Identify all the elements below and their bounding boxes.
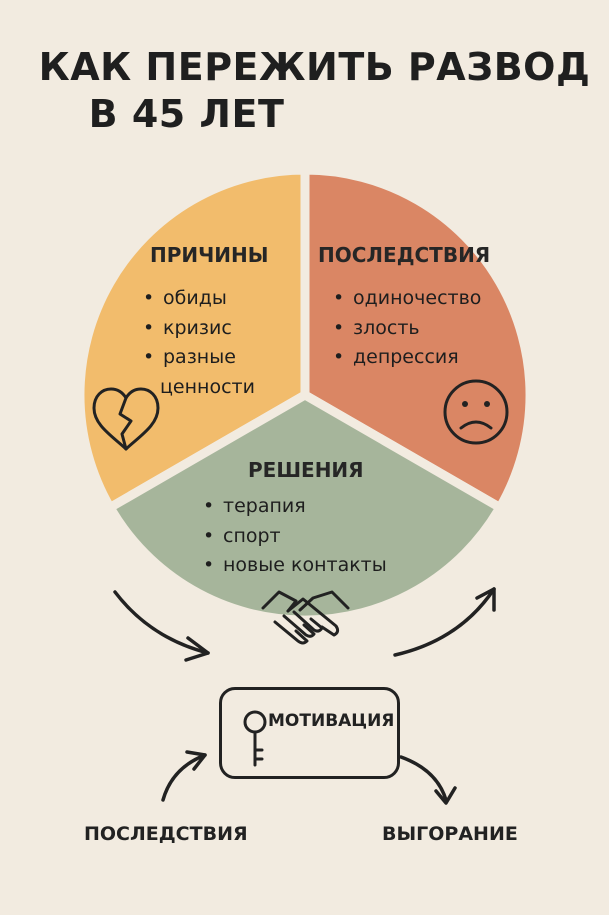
left-small-arrow bbox=[161, 750, 207, 802]
consequences-item: одиночество bbox=[333, 284, 481, 314]
motivation-box bbox=[219, 687, 400, 779]
consequences-list: одиночество злость депрессия bbox=[333, 284, 481, 373]
bottom-left-label: ПОСЛЕДСТВИЯ bbox=[84, 823, 248, 845]
broken-heart-icon bbox=[92, 387, 160, 451]
solutions-item: спорт bbox=[203, 522, 387, 552]
right-cycle-arrow bbox=[393, 587, 496, 657]
key-icon bbox=[243, 710, 267, 767]
handshake-icon bbox=[261, 590, 350, 645]
causes-item: кризис bbox=[143, 314, 255, 344]
causes-list: обиды кризис разные ценности bbox=[143, 284, 255, 402]
causes-item: ценности bbox=[160, 375, 255, 398]
solutions-title: РЕШЕНИЯ bbox=[248, 458, 364, 482]
consequences-item: злость bbox=[333, 314, 481, 344]
consequences-item: депрессия bbox=[333, 343, 481, 373]
bottom-right-label: ВЫГОРАНИЕ bbox=[382, 823, 518, 845]
causes-title: ПРИЧИНЫ bbox=[150, 243, 269, 267]
motivation-label: МОТИВАЦИЯ bbox=[268, 711, 395, 731]
consequences-title: ПОСЛЕДСТВИЯ bbox=[318, 243, 491, 267]
solutions-list: терапия спорт новые контакты bbox=[203, 492, 387, 581]
right-small-arrow bbox=[399, 755, 457, 805]
causes-item: обиды bbox=[143, 284, 255, 314]
solutions-item: новые контакты bbox=[203, 551, 387, 581]
solutions-item: терапия bbox=[203, 492, 387, 522]
causes-item: разные bbox=[143, 343, 255, 373]
sad-face-icon bbox=[443, 379, 509, 445]
page-title: КАК ПЕРЕЖИТЬ РАЗВОД bbox=[38, 45, 591, 89]
left-cycle-arrow bbox=[113, 590, 210, 662]
page-subtitle: В 45 ЛЕТ bbox=[88, 92, 285, 136]
